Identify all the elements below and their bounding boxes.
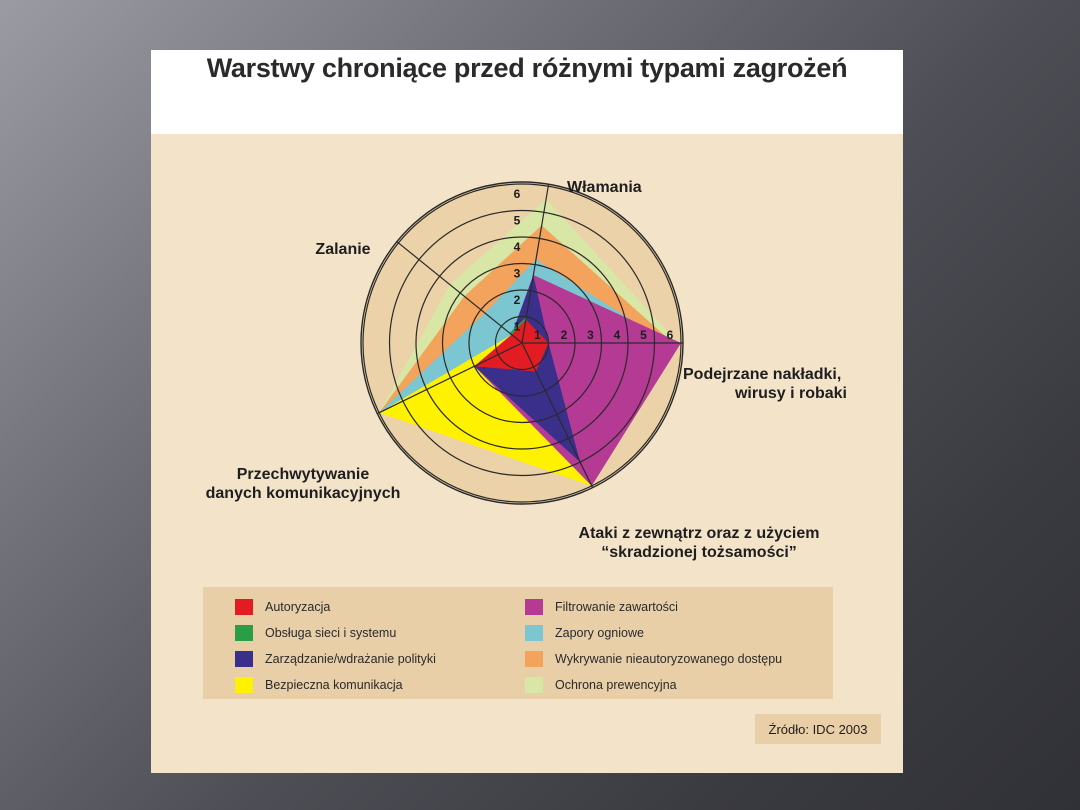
tick-label-v-6: 6 (514, 187, 521, 201)
axis-line-wlamania (521, 184, 550, 344)
legend-item-zapory: Zapory ogniowe (525, 624, 644, 642)
legend-item-autoryzacja: Autoryzacja (235, 598, 330, 616)
tick-label-h-4: 4 (614, 328, 621, 342)
legend-label: Bezpieczna komunikacja (265, 678, 403, 692)
tick-label-v-3: 3 (514, 267, 521, 281)
tick-label-v-5: 5 (514, 214, 521, 228)
tick-label-h-2: 2 (561, 328, 568, 342)
legend-swatch (235, 599, 253, 615)
legend-label: Autoryzacja (265, 600, 331, 614)
axis-line-przechwytywanie (377, 342, 523, 415)
title-band: Warstwy chroniące przed różnymi typami z… (151, 50, 903, 134)
axis-label-zalanie-1: Zalanie (315, 241, 370, 258)
tick-label-v-4: 4 (514, 240, 521, 254)
legend-label: Zapory ogniowe (555, 626, 644, 640)
legend-label: Ochrona prewencyjna (555, 678, 677, 692)
axis-label-ataki-2: “skradzionej tożsamości” (601, 544, 797, 561)
legend-label: Obsługa sieci i systemu (265, 626, 397, 640)
legend-swatch (525, 599, 543, 615)
legend-label: Wykrywanie nieautoryzowanego dostępu (555, 652, 783, 666)
legend-swatch (525, 677, 543, 693)
legend-swatch (235, 625, 253, 641)
tick-label-v-2: 2 (514, 293, 521, 307)
axis-line-ataki (521, 342, 594, 488)
slide: Warstwy chroniące przed różnymi typami z… (151, 50, 903, 773)
tick-label-h-5: 5 (640, 328, 647, 342)
legend-item-ochrona: Ochrona prewencyjna (525, 676, 677, 694)
page-title: Warstwy chroniące przed różnymi typami z… (206, 53, 848, 83)
axis-label-wlamania-1: Włamania (567, 179, 642, 196)
axis-line-zalanie (396, 241, 523, 344)
legend-item-zarzadzanie: Zarządzanie/wdrażanie polityki (235, 650, 436, 668)
tick-label-h-3: 3 (587, 328, 594, 342)
tick-label-h-6: 6 (667, 328, 674, 342)
axis-label-ataki-1: Ataki z zewnątrz oraz z użyciem (579, 525, 820, 542)
legend-item-bezpieczna: Bezpieczna komunikacja (235, 676, 403, 694)
legend: Autoryzacja Obsługa sieci i systemu Zarz… (203, 587, 833, 699)
source-note: Źródło: IDC 2003 (755, 714, 881, 744)
tick-label-v-1: 1 (514, 320, 521, 334)
legend-item-obsluga: Obsługa sieci i systemu (235, 624, 396, 642)
axis-label-przechwytywanie-1: Przechwytywanie (237, 466, 370, 483)
axis-label-przechwytywanie-2: danych komunikacyjnych (206, 485, 401, 502)
legend-item-wykrywanie: Wykrywanie nieautoryzowanego dostępu (525, 650, 782, 668)
axis-label-podejrzane-1: Podejrzane nakładki, (683, 366, 841, 383)
legend-swatch (235, 677, 253, 693)
legend-swatch (235, 651, 253, 667)
legend-item-filtrowanie: Filtrowanie zawartości (525, 598, 678, 616)
tick-label-h-1: 1 (534, 328, 541, 342)
legend-swatch (525, 651, 543, 667)
axis-label-podejrzane-2: wirusy i robaki (734, 385, 847, 402)
legend-label: Zarządzanie/wdrażanie polityki (265, 652, 436, 666)
legend-label: Filtrowanie zawartości (555, 600, 678, 614)
legend-swatch (525, 625, 543, 641)
